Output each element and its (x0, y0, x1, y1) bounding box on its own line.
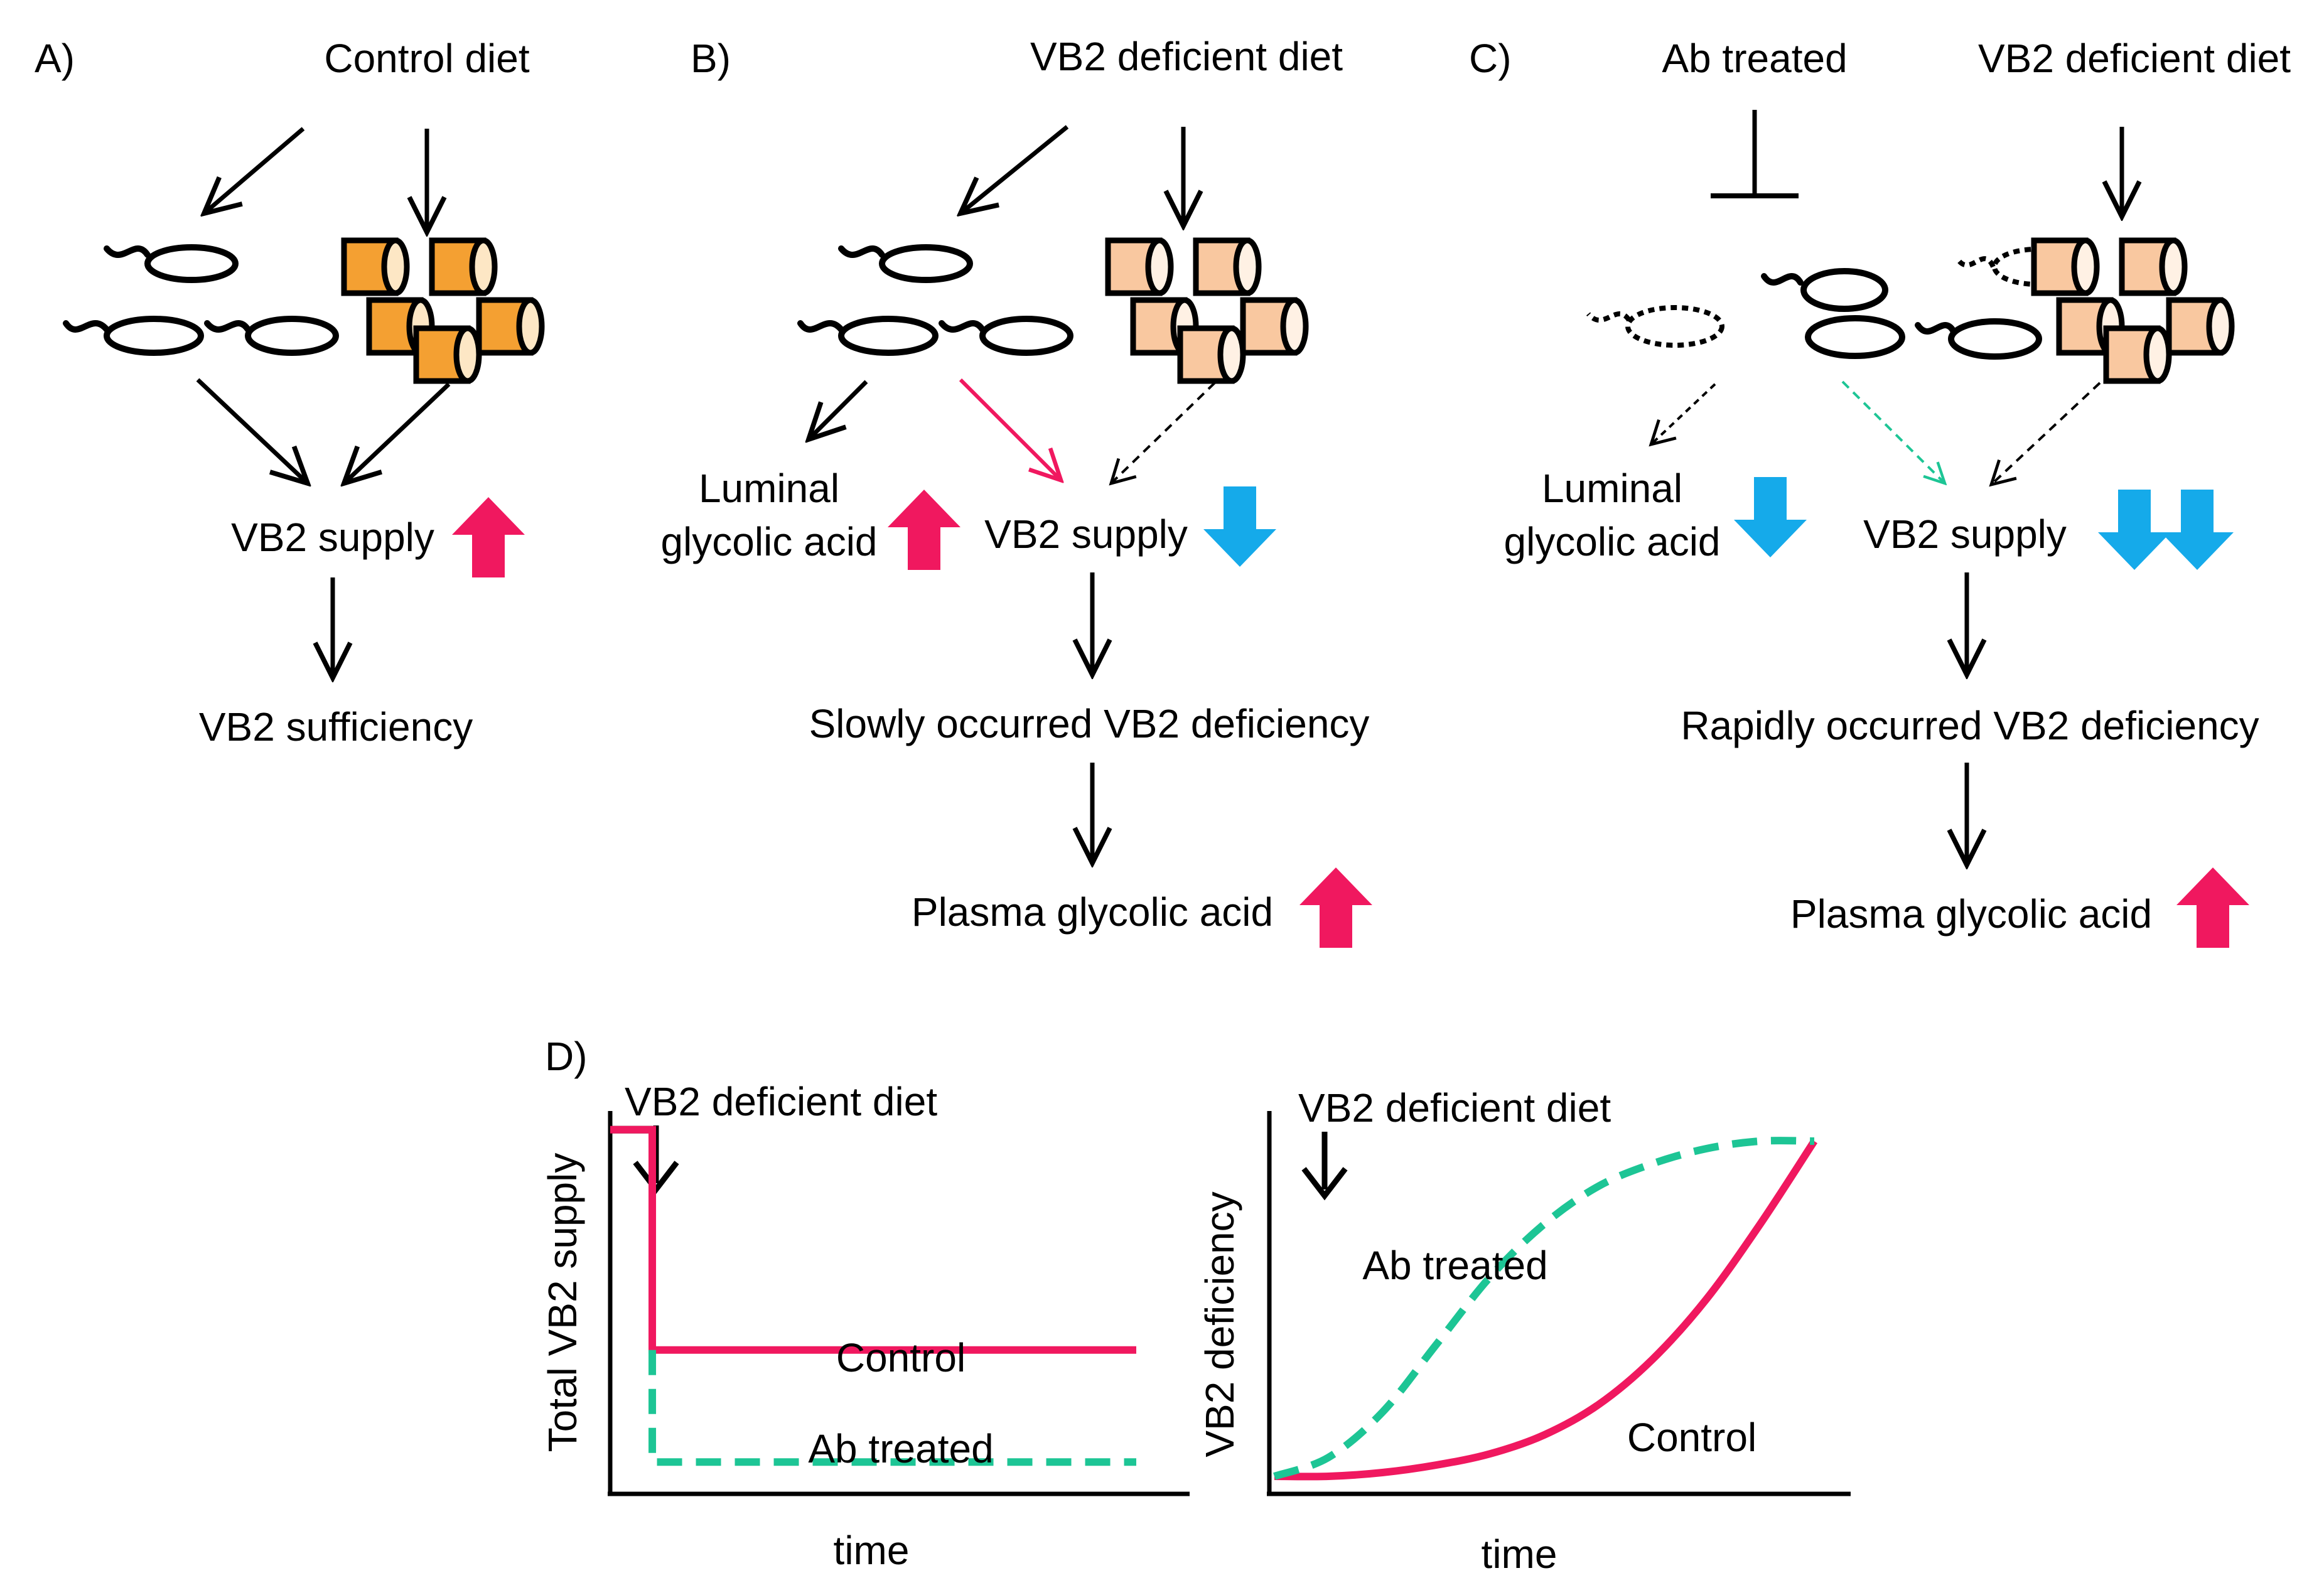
plasma-glycolic-acid-label: Plasma glycolic acid (1790, 891, 2152, 937)
series-line-control (1274, 1139, 1818, 1481)
host-to-supply-arrow (1989, 382, 2101, 487)
host-cells-icon (2034, 240, 2232, 381)
series-label-ab-treated: Ab treated (808, 1426, 993, 1471)
slow-deficiency-label: Slowly occurred VB2 deficiency (809, 701, 1370, 746)
panel-c: C) Ab treated VB2 deficient diet Luminal… (1469, 36, 2291, 948)
host-to-supply-arrow (1109, 382, 1216, 486)
inhibition-icon (1711, 110, 1799, 198)
diet-to-bacteria-arrow (960, 125, 1069, 213)
luminal-label-line1: Luminal (699, 466, 839, 511)
down-arrow-icon (2161, 490, 2234, 570)
plasma-glycolic-acid-label: Plasma glycolic acid (912, 889, 1273, 935)
down-arrow-icon (2098, 490, 2171, 570)
host-to-supply-arrow (344, 382, 451, 483)
host-cells-icon (344, 240, 542, 381)
host-cells-icon (1108, 240, 1306, 381)
x-axis-label: time (834, 1528, 910, 1573)
y-axis-label: Total VB2 supply (540, 1153, 585, 1452)
bacteria-to-luminal-arrow (809, 380, 868, 439)
x-axis-label: time (1482, 1532, 1557, 1577)
left-event-label: VB2 deficient diet (625, 1079, 937, 1124)
supply-chart: VB2 deficient diet Total VB2 supply time… (540, 1079, 1190, 1573)
luminal-label-line2: glycolic acid (660, 519, 877, 564)
vb2-deficient-diet-label: VB2 deficient diet (1030, 34, 1343, 79)
vb2-supply-label: VB2 supply (984, 512, 1188, 557)
bacteria-to-supply-arrow (196, 378, 308, 483)
up-arrow-icon (1299, 867, 1372, 948)
right-event-label: VB2 deficient diet (1298, 1085, 1611, 1130)
luminal-label-line1: Luminal (1542, 466, 1682, 511)
vb2-sufficiency-label: VB2 sufficiency (199, 704, 473, 749)
panel-d: D) VB2 deficient diet Total VB2 supply t… (540, 1034, 1851, 1577)
vb2-supply-label: VB2 supply (1863, 512, 2067, 557)
panel-b: B) VB2 deficient diet Luminal glycolic a… (660, 34, 1372, 948)
series-label-control: Control (836, 1335, 966, 1380)
bacteria-cluster-icon (1586, 247, 2082, 360)
bacteria-to-supply-arrow (959, 378, 1061, 480)
series-line-control (610, 1125, 1136, 1354)
series-line-ab-treated (1273, 1137, 1815, 1480)
up-arrow-icon (452, 497, 525, 577)
luminal-label-line2: glycolic acid (1504, 519, 1720, 564)
series-line-ab-treated (648, 1350, 1136, 1466)
diet-to-bacteria-arrow (204, 127, 305, 213)
control-diet-label: Control diet (324, 36, 530, 81)
down-arrow-icon (1734, 477, 1807, 557)
bacteria-to-luminal-arrow (1649, 383, 1716, 447)
deficiency-chart: VB2 deficient diet VB2 deficiency time C… (1197, 1085, 1851, 1577)
bacteria-cluster-icon (66, 247, 336, 353)
bacteria-to-supply-arrow (1841, 380, 1945, 483)
panel-d-letter: D) (545, 1034, 588, 1079)
vb2-supply-label: VB2 supply (231, 515, 434, 560)
rapid-deficiency-label: Rapidly occurred VB2 deficiency (1681, 703, 2259, 748)
panel-a-letter: A) (35, 36, 75, 81)
series-label-ab-treated: Ab treated (1362, 1243, 1547, 1288)
up-arrow-icon (888, 490, 960, 570)
ab-treated-label: Ab treated (1662, 36, 1847, 81)
panel-c-letter: C) (1469, 36, 1512, 81)
y-axis-label: VB2 deficiency (1197, 1191, 1242, 1457)
bacteria-cluster-icon (800, 247, 1070, 353)
down-arrow-icon (1301, 1132, 1348, 1201)
down-arrow-icon (1203, 486, 1276, 567)
panel-b-letter: B) (691, 36, 731, 81)
series-label-control: Control (1627, 1415, 1756, 1460)
up-arrow-icon (2176, 867, 2249, 948)
vb2-deficient-diet-label: VB2 deficient diet (1978, 36, 2291, 81)
panel-a: A) Control diet VB2 supply VB2 sufficien… (35, 36, 542, 749)
